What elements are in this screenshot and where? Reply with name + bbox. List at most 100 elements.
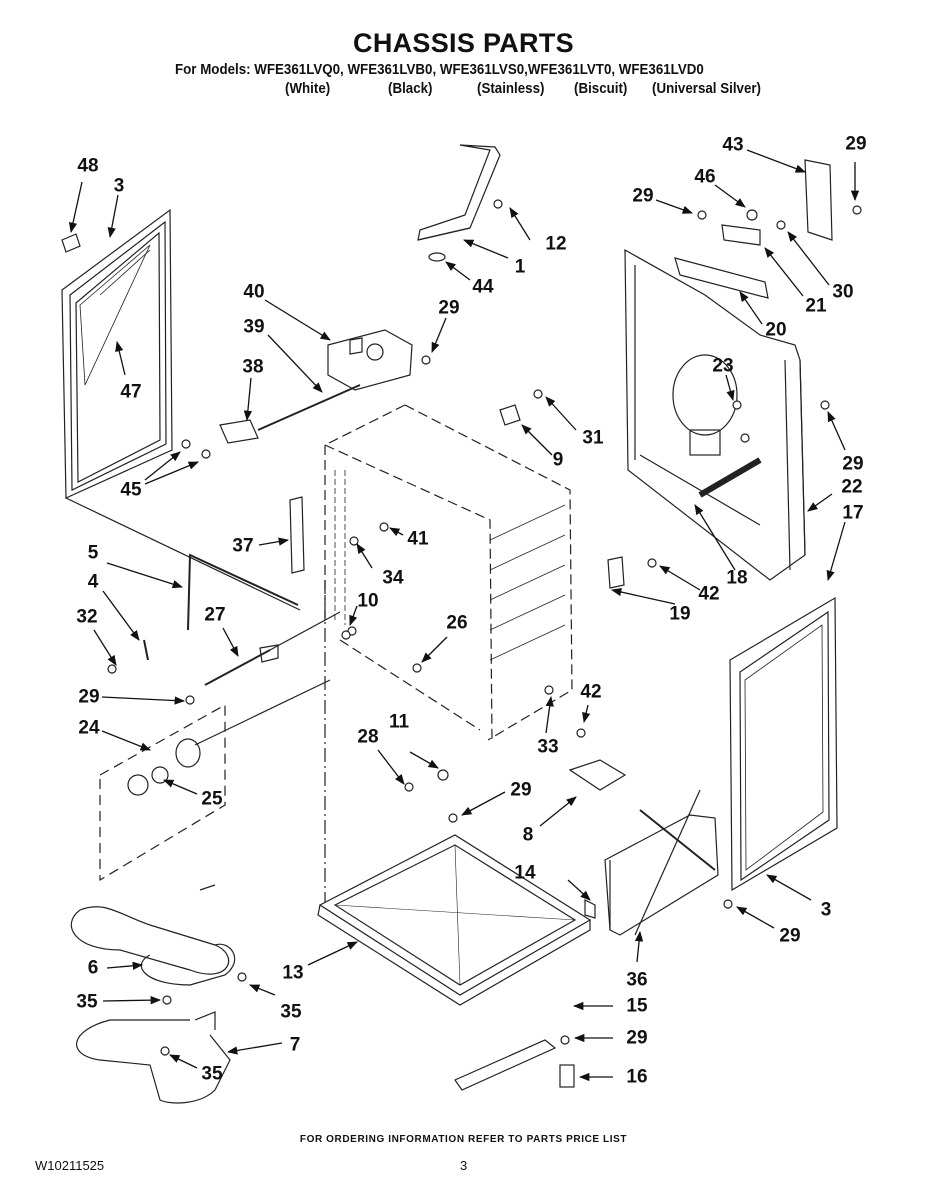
callout-38[interactable]: 38: [242, 356, 264, 378]
callout-19[interactable]: 19: [669, 603, 691, 625]
bracket-20-part: [674, 257, 769, 299]
callout-29-hinge[interactable]: 29: [510, 779, 532, 801]
clip-14-part: [584, 899, 596, 919]
clip-19-part: [607, 556, 625, 589]
callout-33[interactable]: 33: [537, 736, 559, 758]
callout-14[interactable]: 14: [514, 862, 536, 884]
light-assembly-box: [99, 703, 226, 882]
callout-20[interactable]: 20: [765, 319, 787, 341]
leveling-leg-part: [559, 1064, 575, 1088]
sensor-part: [204, 649, 271, 686]
light-bulb-part: [151, 766, 169, 784]
clip-9-part: [499, 404, 521, 426]
callout-42-lower[interactable]: 42: [580, 681, 602, 703]
callout-37[interactable]: 37: [232, 535, 254, 557]
bracket-48-part: [61, 233, 81, 253]
callout-13[interactable]: 13: [282, 962, 304, 984]
callout-35-bake-right[interactable]: 35: [280, 1001, 302, 1023]
callout-45[interactable]: 45: [120, 479, 142, 501]
callout-21[interactable]: 21: [805, 295, 827, 317]
callout-10[interactable]: 10: [357, 590, 379, 612]
callout-3-right-door[interactable]: 3: [820, 899, 832, 921]
broil-element-part: [76, 1011, 231, 1104]
callout-18[interactable]: 18: [726, 567, 748, 589]
callout-5[interactable]: 5: [87, 542, 99, 564]
callout-36[interactable]: 36: [626, 969, 648, 991]
side-panel-part: [604, 789, 719, 936]
callout-3-left-door[interactable]: 3: [113, 175, 125, 197]
nut-46-part: [746, 209, 758, 221]
callout-9[interactable]: 9: [552, 449, 564, 471]
callout-15[interactable]: 15: [626, 995, 648, 1017]
callout-16[interactable]: 16: [626, 1066, 648, 1088]
callout-28[interactable]: 28: [357, 726, 379, 748]
callout-7[interactable]: 7: [289, 1034, 301, 1056]
callout-35-broil[interactable]: 35: [201, 1063, 223, 1085]
callout-4[interactable]: 4: [87, 571, 99, 593]
light-socket-part: [175, 738, 201, 768]
screws: [107, 199, 862, 1056]
callout-40[interactable]: 40: [243, 281, 265, 303]
document-number: W10211525: [35, 1158, 105, 1173]
callout-47[interactable]: 47: [120, 381, 142, 403]
callout-22[interactable]: 22: [841, 476, 863, 498]
callout-26[interactable]: 26: [446, 612, 468, 634]
callout-41[interactable]: 41: [407, 528, 429, 550]
callout-31[interactable]: 31: [582, 427, 604, 449]
terminal-block-part: [721, 224, 761, 246]
color-white: (White): [285, 81, 331, 97]
callout-48[interactable]: 48: [77, 155, 99, 177]
callout-29-terminal[interactable]: 29: [632, 185, 654, 207]
leveling-rail-part: [454, 1039, 557, 1091]
callout-8[interactable]: 8: [522, 824, 534, 846]
callout-35-bake-left[interactable]: 35: [76, 991, 98, 1013]
callout-11[interactable]: 11: [388, 711, 410, 733]
lock-link-part: [219, 419, 259, 444]
callout-23[interactable]: 23: [712, 355, 734, 377]
callout-29-leveler[interactable]: 29: [626, 1027, 648, 1049]
color-black: (Black): [388, 81, 433, 97]
callout-27[interactable]: 27: [204, 604, 226, 626]
left-door-frame-part: [61, 208, 301, 611]
callout-43[interactable]: 43: [722, 134, 744, 156]
callout-25[interactable]: 25: [201, 788, 223, 810]
callout-leaders: [68, 149, 860, 1082]
callout-29-lock[interactable]: 29: [438, 297, 460, 319]
top-brace-part: [417, 144, 501, 262]
back-panel-part: [624, 248, 806, 581]
vent-tube-part: [698, 457, 762, 498]
callout-6[interactable]: 6: [87, 957, 99, 979]
bottom-pan-part: [317, 834, 592, 1006]
light-lens-part: [127, 774, 149, 796]
callout-29-back-panel[interactable]: 29: [842, 453, 864, 475]
pin-4-part: [143, 639, 149, 661]
gasket-part: [187, 553, 299, 631]
callout-39[interactable]: 39: [243, 316, 265, 338]
page-number: 3: [460, 1158, 468, 1173]
color-biscuit: (Biscuit): [574, 81, 628, 97]
callout-44[interactable]: 44: [472, 276, 494, 298]
color-stainless: (Stainless): [477, 81, 545, 97]
callout-29-side-panel[interactable]: 29: [779, 925, 801, 947]
callout-29-sensor[interactable]: 29: [78, 686, 100, 708]
sensor-head: [259, 644, 279, 663]
callout-34[interactable]: 34: [382, 567, 404, 589]
callout-24[interactable]: 24: [78, 717, 100, 739]
color-universal-silver: (Universal Silver): [652, 81, 762, 97]
oven-cavity-part: [324, 404, 573, 905]
callout-30[interactable]: 30: [832, 281, 854, 303]
callout-42-upper[interactable]: 42: [698, 583, 720, 605]
callout-17[interactable]: 17: [842, 502, 864, 524]
callout-46[interactable]: 46: [694, 166, 716, 188]
callout-1[interactable]: 1: [514, 256, 526, 278]
lock-rod-part: [257, 384, 361, 431]
door-lock-assembly-part: [327, 329, 413, 391]
hinge-receiver-part: [289, 496, 305, 574]
ordering-note: FOR ORDERING INFORMATION REFER TO PARTS …: [299, 1134, 628, 1145]
callout-32[interactable]: 32: [76, 606, 98, 628]
callout-12[interactable]: 12: [545, 233, 567, 255]
cavity-rack-rails: [334, 470, 566, 661]
callout-29-shield[interactable]: 29: [845, 133, 867, 155]
right-door-frame-part: [729, 596, 838, 892]
